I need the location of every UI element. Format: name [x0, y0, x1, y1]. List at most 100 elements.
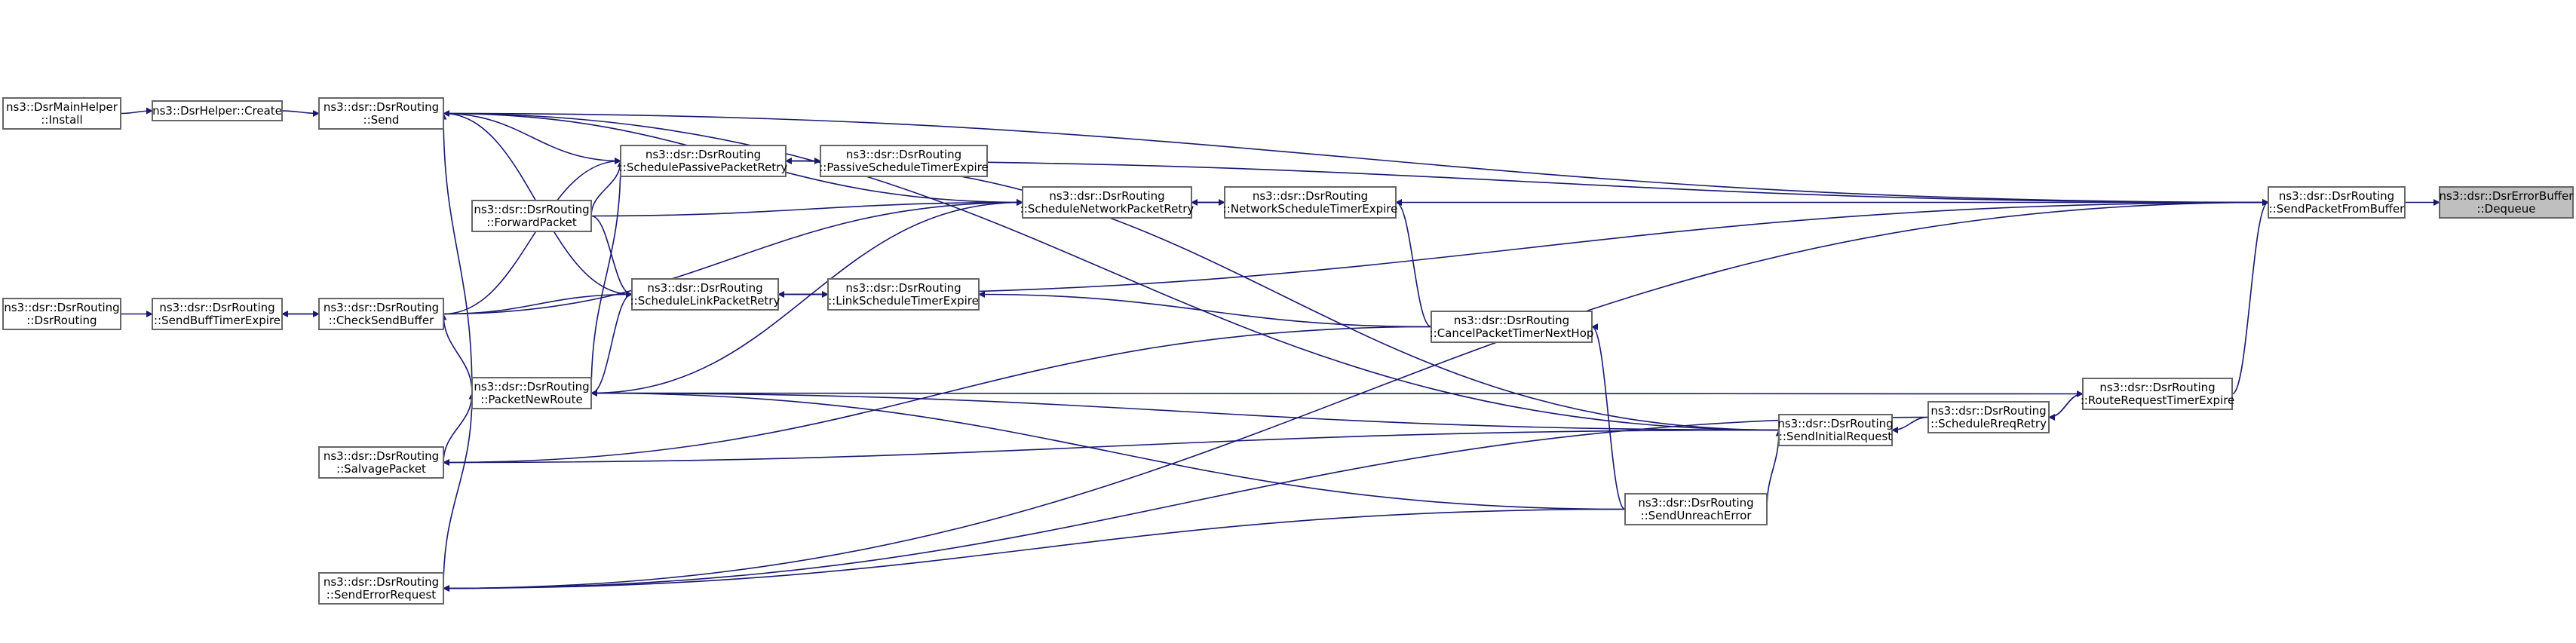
node-box [631, 278, 779, 311]
node-box [820, 145, 988, 177]
node-box [2082, 378, 2233, 410]
node-label-line: ::ScheduleLinkPacketRetry [630, 294, 780, 308]
node-label-line: ::SendUnreachError [1641, 509, 1753, 522]
edge-cancelPacketTimerNextHop-to-salvagePacket [443, 326, 1432, 466]
node-label-line: ns3::dsr::DsrRouting [2279, 189, 2394, 203]
node-label-line: ns3::dsr::DsrRouting [1930, 404, 2046, 418]
node-cancelPacketTimerNextHop[interactable]: ns3::dsr::DsrRouting::CancelPacketTimerN… [1430, 311, 1594, 343]
node-label-line: ::ForwardPacket [486, 216, 577, 229]
edge-install-to-create [120, 107, 153, 115]
edge-sendInitialRequest-to-send [443, 110, 1780, 431]
node-passiveScheduleTimerExpire[interactable]: ns3::dsr::DsrRouting::PassiveScheduleTim… [819, 145, 989, 177]
nodes-layer: ns3::dsr::DsrErrorBuffer::Dequeuens3::ds… [2, 97, 2574, 605]
node-label-line: ns3::dsr::DsrErrorBuffer [2440, 189, 2574, 203]
node-salvagePacket[interactable]: ns3::dsr::DsrRouting::SalvagePacket [318, 446, 444, 479]
node-label-line: ::SendPacketFromBuffer [2269, 202, 2405, 216]
edge-sendUnreachError-to-sendErrorRequest [443, 508, 1626, 592]
edge-packetNewRoute-to-scheduleLinkPacketRetry [590, 291, 633, 394]
node-label-line: ns3::dsr::DsrRouting [324, 575, 439, 589]
edge-packetNewRoute-to-checkSendBuffer [440, 313, 473, 393]
node-forwardPacket[interactable]: ns3::dsr::DsrRouting::ForwardPacket [471, 200, 592, 232]
edge-salvagePacket-to-packetNewRoute [443, 392, 476, 463]
node-scheduleLinkPacketRetry[interactable]: ns3::dsr::DsrRouting::ScheduleLinkPacket… [630, 278, 780, 311]
node-label-line: ::ScheduleRreqRetry [1930, 417, 2047, 430]
node-schedulePassivePacketRetry[interactable]: ns3::dsr::DsrRouting::SchedulePassivePac… [619, 145, 788, 177]
edge-create-to-send [281, 109, 320, 117]
edge-sendErrorRequest-to-sendPacketFromBuffer [443, 199, 2269, 589]
node-box [471, 377, 592, 409]
node-scheduleNetworkPacketRetry[interactable]: ns3::dsr::DsrRouting::ScheduleNetworkPac… [1020, 186, 1194, 219]
node-label-line: ::SendInitialRequest [1779, 430, 1892, 443]
node-scheduleRreqRetry[interactable]: ns3::dsr::DsrRouting::ScheduleRreqRetry [1927, 401, 2050, 433]
node-dsrRouting[interactable]: ns3::dsr::DsrRouting::DsrRouting [2, 298, 121, 330]
edge-scheduleRreqRetry-to-sendErrorRequest [443, 416, 1929, 592]
node-box [827, 278, 980, 311]
node-sendBuffTimerExpire[interactable]: ns3::dsr::DsrRouting::SendBuffTimerExpir… [152, 298, 283, 330]
node-box [2, 97, 121, 130]
node-checkSendBuffer[interactable]: ns3::dsr::DsrRouting::CheckSendBuffer [318, 298, 444, 330]
node-create[interactable]: ns3::DsrHelper::Create [152, 100, 283, 121]
node-label-line: ::RouteRequestTimerExpire [2081, 393, 2235, 407]
edge-packetNewRoute-to-schedulePassivePacketRetry [590, 160, 624, 393]
node-label-line: ns3::dsr::DsrRouting [1638, 496, 1753, 510]
edge-forwardPacket-to-scheduleNetworkPacketRetry [590, 199, 1023, 217]
node-label-line: ::SalvagePacket [336, 462, 426, 476]
node-routeRequestTimerExpire[interactable]: ns3::dsr::DsrRouting::RouteRequestTimerE… [2081, 378, 2235, 410]
edge-sendInitialRequest-to-packetNewRoute [590, 390, 1780, 431]
node-label-line: ns3::dsr::DsrRouting [324, 449, 439, 463]
node-label-line: ::SendBuffTimerExpire [154, 314, 281, 327]
node-install[interactable]: ns3::DsrMainHelper::Install [2, 97, 121, 130]
edge-routeRequestTimerExpire-to-packetNewRoute [590, 390, 2084, 397]
node-label-line: ns3::dsr::DsrRouting [846, 148, 961, 161]
edge-sendErrorRequest-to-packetNewRoute [443, 392, 476, 589]
node-label-line: ns3::dsr::DsrRouting [324, 301, 439, 314]
node-label-line: ::ScheduleNetworkPacketRetry [1020, 202, 1194, 216]
node-sendUnreachError[interactable]: ns3::dsr::DsrRouting::SendUnreachError [1624, 493, 1768, 525]
node-label-line: ::LinkScheduleTimerExpire [828, 294, 979, 308]
node-label-line: ns3::dsr::DsrRouting [1454, 314, 1569, 327]
node-box [1431, 311, 1593, 343]
edge-sendInitialRequest-to-schedulePassivePacketRetry [785, 158, 1780, 431]
node-label-line: ns3::dsr::DsrRouting [4, 301, 119, 314]
node-label-line: ns3::dsr::DsrRouting [1777, 417, 1893, 430]
node-label-line: ::PacketNewRoute [480, 393, 582, 406]
edge-scheduleLinkPacketRetry-to-sendPacketFromBuffer [777, 199, 2269, 295]
edge-sendUnreachError-to-sendInitialRequest [1766, 429, 1783, 510]
node-label-line: ns3::dsr::DsrRouting [647, 281, 762, 295]
node-box [318, 446, 444, 479]
node-box [471, 200, 592, 232]
edge-packetNewRoute-to-send [440, 112, 473, 393]
edge-sendUnreachError-to-cancelPacketTimerNextHop [1591, 323, 1626, 510]
edge-scheduleRreqRetry-to-sendInitialRequest [1891, 416, 1929, 433]
node-label-line: ::Install [41, 113, 82, 127]
node-label-line: ns3::dsr::DsrRouting [474, 203, 589, 216]
node-label-line: ns3::DsrHelper::Create [152, 104, 282, 118]
node-label-line: ns3::dsr::DsrRouting [159, 301, 274, 314]
node-sendInitialRequest[interactable]: ns3::dsr::DsrRouting::SendInitialRequest [1777, 414, 1894, 446]
node-sendErrorRequest[interactable]: ns3::dsr::DsrRouting::SendErrorRequest [318, 572, 444, 605]
edge-packetNewRoute-to-scheduleNetworkPacketRetry [590, 199, 1023, 394]
node-sendPacketFromBuffer[interactable]: ns3::dsr::DsrRouting::SendPacketFromBuff… [2268, 186, 2406, 219]
node-networkScheduleTimerExpire[interactable]: ns3::dsr::DsrRouting::NetworkScheduleTim… [1223, 186, 1398, 219]
edge-schedulePassivePacketRetry-to-sendPacketFromBuffer [785, 160, 2269, 206]
node-box [620, 145, 787, 177]
node-send[interactable]: ns3::dsr::DsrRouting::Send [318, 97, 444, 130]
node-label-line: ::DsrRouting [26, 314, 97, 327]
node-label-line: ::NetworkScheduleTimerExpire [1223, 202, 1398, 216]
node-box [318, 298, 444, 330]
node-linkScheduleTimerExpire[interactable]: ns3::dsr::DsrRouting::LinkScheduleTimerE… [827, 278, 980, 311]
node-box [1224, 186, 1397, 219]
node-label-line: ns3::dsr::DsrRouting [324, 100, 439, 114]
node-packetNewRoute[interactable]: ns3::dsr::DsrRouting::PacketNewRoute [471, 377, 592, 409]
node-box [318, 572, 444, 605]
node-label-line: ::Dequeue [2477, 202, 2536, 216]
node-box [1624, 493, 1768, 525]
node-label-line: ns3::dsr::DsrRouting [845, 281, 961, 295]
edge-routeRequestTimerExpire-to-sendPacketFromBuffer [2231, 199, 2269, 395]
node-label-line: ::SendErrorRequest [327, 588, 436, 602]
node-dequeue[interactable]: ns3::dsr::DsrErrorBuffer::Dequeue [2439, 186, 2574, 219]
node-label-line: ::CancelPacketTimerNextHop [1430, 326, 1594, 340]
node-label-line: ns3::dsr::DsrRouting [646, 148, 761, 161]
node-box [2, 298, 121, 330]
